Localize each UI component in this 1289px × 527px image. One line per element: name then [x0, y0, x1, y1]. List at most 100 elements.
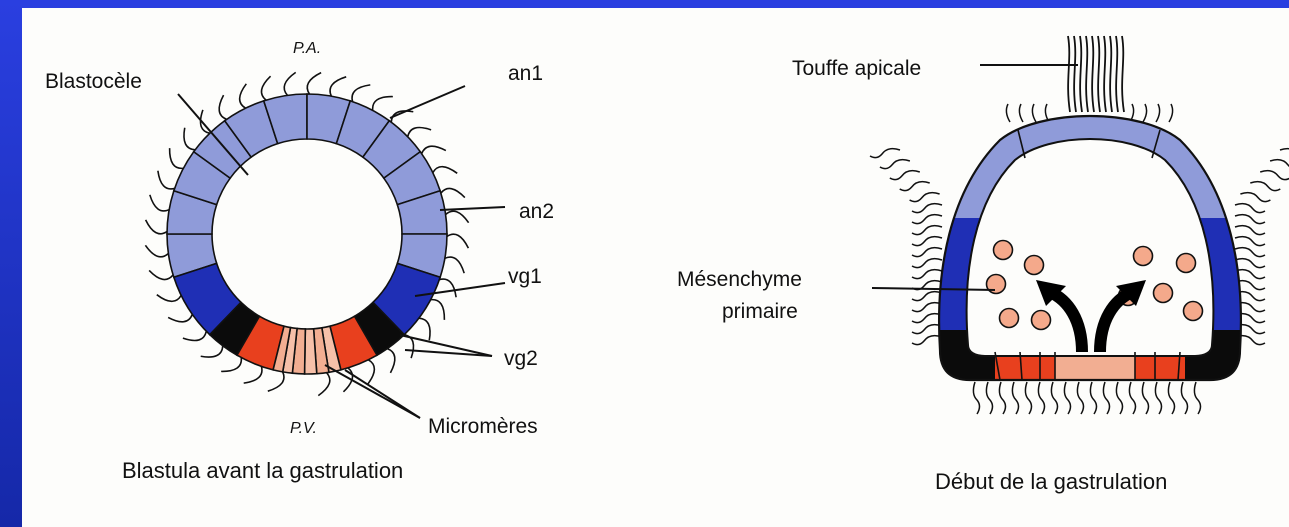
mesenchyme-cell: [1154, 284, 1173, 303]
cilium: [912, 336, 942, 345]
cilium: [201, 346, 223, 357]
cilium: [441, 188, 465, 197]
cilium: [912, 204, 942, 213]
cilium: [1260, 171, 1289, 180]
vg2-label: vg2: [504, 347, 538, 370]
cilium: [912, 325, 942, 334]
cilium: [240, 84, 247, 108]
cilium: [1181, 382, 1187, 414]
cilium: [986, 382, 992, 414]
cilium: [912, 303, 942, 312]
cilium: [880, 160, 910, 169]
cilium: [150, 195, 169, 211]
cilium: [1235, 259, 1265, 268]
mesenchyme-label-line1: Mésenchyme: [677, 268, 802, 291]
cilium: [912, 226, 942, 235]
apical-tuft-label: Touffe apicale: [792, 57, 921, 80]
cilium: [1235, 248, 1265, 257]
cilium: [433, 167, 457, 174]
cilium: [1270, 160, 1289, 169]
mesenchyme-cell: [1184, 302, 1203, 321]
mesenchyme-cell: [1134, 247, 1153, 266]
cilium: [284, 72, 296, 95]
cilium: [149, 270, 173, 279]
cilium: [1116, 382, 1122, 414]
cilium: [184, 128, 195, 150]
cilium: [912, 292, 942, 301]
cilium: [408, 128, 431, 137]
blastula-cell-ring: [167, 94, 447, 374]
pole-vegetal-label: P.V.: [290, 420, 317, 437]
cilium: [318, 373, 330, 396]
cilium: [439, 279, 456, 297]
cilium: [912, 314, 942, 323]
cilium: [170, 148, 184, 168]
cilium: [1168, 382, 1174, 414]
cilium: [219, 95, 227, 119]
cilium: [445, 257, 464, 273]
mesenchyme-cell: [994, 241, 1013, 260]
pole-animal-label: P.A.: [293, 40, 321, 57]
cilium: [368, 360, 375, 384]
cilium: [146, 220, 167, 234]
cilium: [890, 171, 920, 180]
cilium: [1090, 382, 1096, 414]
cilium: [912, 248, 942, 257]
cilium: [1142, 382, 1148, 414]
cilium: [1006, 104, 1010, 122]
cilium: [1280, 149, 1289, 158]
cilium: [910, 193, 940, 202]
gastrula-caption: Début de la gastrulation: [935, 469, 1167, 494]
apical-tuft: [1068, 36, 1124, 112]
cilium: [158, 171, 175, 189]
cilium: [1038, 382, 1044, 414]
cilium: [1235, 204, 1265, 213]
cilium: [431, 300, 445, 320]
cilium: [1012, 382, 1018, 414]
blastula-diagram: P.A. P.V. Blastocèle an1 an2 vg1 vg2 Mic…: [45, 40, 554, 483]
cilium: [145, 245, 168, 257]
cilium: [373, 97, 393, 111]
cilium: [1129, 382, 1135, 414]
cilium: [330, 77, 346, 96]
micromeres-label: Micromères: [428, 415, 538, 438]
cilium: [1235, 237, 1265, 246]
cilium: [870, 149, 900, 158]
cilium: [912, 270, 942, 279]
cilium: [244, 366, 262, 383]
cilium: [1235, 226, 1265, 235]
cilium: [1051, 382, 1057, 414]
cilium: [912, 259, 942, 268]
cilium: [1235, 215, 1265, 224]
cilium: [419, 318, 430, 340]
cilium: [1032, 104, 1036, 122]
cilium: [268, 372, 284, 391]
mesenchyme-cell: [1177, 254, 1196, 273]
mesenchyme-cell: [1032, 311, 1051, 330]
cilium: [261, 76, 270, 100]
cilium: [447, 234, 468, 248]
cilium: [973, 382, 979, 414]
cilium: [1240, 193, 1270, 202]
cilium: [1169, 104, 1173, 122]
cilium: [387, 349, 395, 373]
gastrula-body: [930, 100, 1250, 390]
cilium: [1064, 382, 1070, 414]
cilium: [352, 85, 370, 102]
cilium: [1025, 382, 1031, 414]
cilium: [1077, 382, 1083, 414]
mesenchyme-cell: [1025, 256, 1044, 275]
cilium: [912, 237, 942, 246]
mesenchyme-label-line2: primaire: [722, 300, 798, 323]
blastocele-label: Blastocèle: [45, 70, 142, 93]
cilium: [1155, 382, 1161, 414]
cilium: [999, 382, 1005, 414]
mesenchyme-cell: [1000, 309, 1019, 328]
cilium: [307, 73, 321, 94]
cilium: [221, 358, 241, 372]
an2-label: an2: [519, 200, 554, 223]
cilium: [168, 314, 192, 322]
cilium: [1143, 104, 1147, 122]
cilium: [422, 146, 446, 154]
